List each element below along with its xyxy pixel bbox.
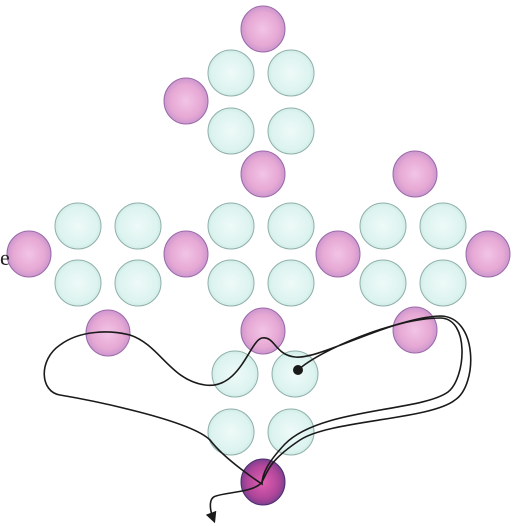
mint-bead — [359, 259, 407, 307]
mint-beads — [54, 49, 467, 456]
pink-bead — [465, 230, 511, 278]
pink-bead — [315, 230, 361, 278]
pink-beads — [6, 5, 511, 357]
mint-bead — [267, 259, 315, 307]
mint-bead — [207, 408, 255, 456]
pink-bead — [240, 150, 286, 198]
thread-start-dot — [293, 365, 303, 375]
mint-bead — [267, 202, 315, 250]
mint-bead — [359, 202, 407, 250]
edge-letter: e — [0, 245, 10, 270]
thread-line — [43, 315, 472, 524]
mint-bead — [267, 408, 315, 456]
pink-bead — [85, 309, 131, 357]
pink-bead — [392, 150, 438, 198]
thread-path — [43, 315, 472, 524]
mint-bead — [114, 259, 162, 307]
mint-bead — [207, 49, 255, 97]
pink-bead — [6, 230, 52, 278]
highlight-bead — [240, 458, 286, 506]
mint-bead — [114, 202, 162, 250]
highlighted-bead — [240, 458, 286, 506]
mint-bead — [419, 202, 467, 250]
mint-bead — [267, 49, 315, 97]
pink-bead — [240, 5, 286, 53]
mint-bead — [207, 259, 255, 307]
pink-bead — [163, 77, 209, 125]
mint-bead — [54, 202, 102, 250]
mint-bead — [207, 202, 255, 250]
mint-bead — [267, 107, 315, 155]
mint-bead — [419, 259, 467, 307]
mint-bead — [207, 107, 255, 155]
pink-bead — [163, 230, 209, 278]
pink-bead — [240, 307, 286, 355]
mint-bead — [54, 259, 102, 307]
pink-bead — [392, 306, 438, 354]
